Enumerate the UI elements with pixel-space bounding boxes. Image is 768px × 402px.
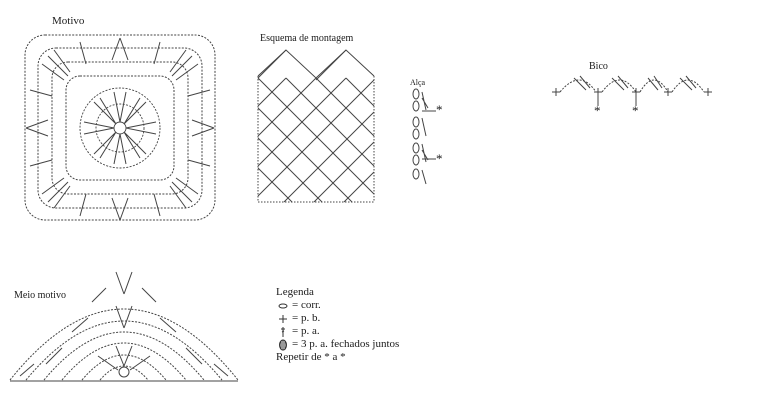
cluster-icon <box>276 339 290 351</box>
bico-asterisk-2: * <box>632 103 639 118</box>
legend-item-text: = corr. <box>292 299 321 311</box>
dc-stitch-icon <box>276 326 290 338</box>
bico-title: Bico <box>589 61 608 72</box>
legend-item-text: = p. a. <box>292 325 320 337</box>
legend-title: Legenda <box>276 286 314 298</box>
bico-asterisk-1: * <box>594 103 601 118</box>
chain-oval-icon <box>276 303 290 309</box>
alca-asterisk-1: * <box>436 102 443 117</box>
legend-item-text: = p. b. <box>292 312 321 324</box>
legend-item-corr: = corr. <box>276 299 399 312</box>
bico-diagram <box>552 75 712 106</box>
alca-diagram <box>412 88 436 185</box>
plus-icon <box>276 314 290 324</box>
legend-repeat-note: Repetir de * a * <box>276 351 346 363</box>
legend-item-pa: = p. a. <box>276 325 399 338</box>
esquema-title: Esquema de montagem <box>260 33 354 44</box>
legend-item-text: = 3 p. a. fechados juntos <box>292 338 400 350</box>
legend: Legenda = corr. = p. b. = p. a. = 3 p. a… <box>276 286 399 364</box>
legend-item-pb: = p. b. <box>276 312 399 325</box>
esquema-diagram <box>257 49 375 203</box>
alca-asterisk-2: * <box>436 151 443 166</box>
motivo-title: Motivo <box>52 15 85 27</box>
motivo-diagram <box>24 34 216 221</box>
legend-item-cluster: = 3 p. a. fechados juntos <box>276 338 399 351</box>
meio-motivo-title: Meio motivo <box>14 290 66 301</box>
alca-title: Alça <box>410 78 426 87</box>
meio-motivo-diagram <box>9 271 239 382</box>
